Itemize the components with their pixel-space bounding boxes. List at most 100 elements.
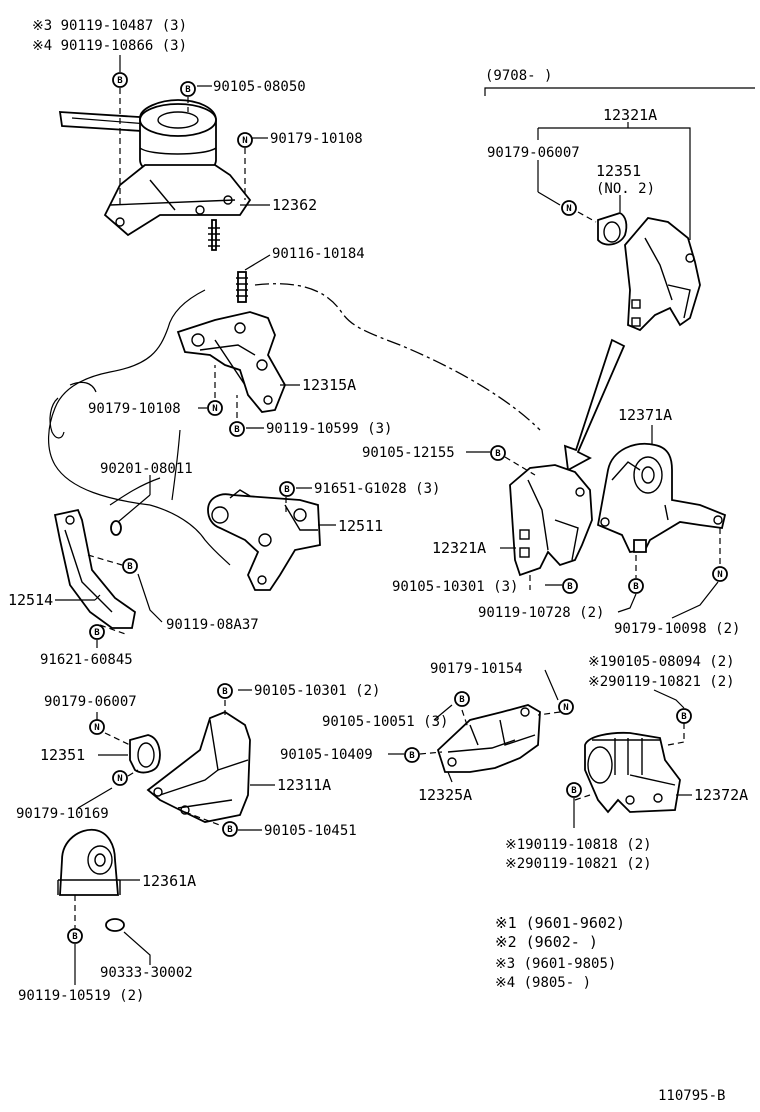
svg-text:B: B [681, 712, 687, 722]
bolt-marker: B [454, 691, 470, 707]
label-no2: (NO. 2) [596, 181, 655, 197]
note-3-label: ※3 90119-10487 (3) [32, 18, 187, 34]
label-12514: 12514 [8, 591, 53, 609]
label-90105-10451: 90105-10451 [264, 823, 357, 839]
stud-90116-10184 [236, 271, 248, 303]
bolt-marker: B [217, 683, 233, 699]
bolt-marker: B [490, 445, 506, 461]
label-range-9708: (9708- ) [485, 68, 552, 84]
label-12325A: 12325A [418, 786, 472, 804]
bolt-marker: B [279, 481, 295, 497]
label-91651-G1028: 91651-G1028 (3) [314, 481, 440, 497]
label-90105-08050: 90105-08050 [213, 79, 306, 95]
note-4-label: ※4 90119-10866 (3) [32, 38, 187, 54]
svg-text:B: B [567, 582, 573, 592]
label-n2-90119-10821-top: ※290119-10821 (2) [588, 674, 735, 690]
legend-note-3: ※3 (9601-9805) [495, 956, 616, 972]
label-90179-06007-bot: 90179-06007 [44, 694, 137, 710]
bolt-marker: B [67, 928, 83, 944]
nut-marker: N [89, 719, 105, 735]
legend-note-1: ※1 (9601-9602) [495, 914, 625, 932]
svg-text:N: N [94, 723, 99, 733]
label-90105-10051: 90105-10051 (3) [322, 714, 448, 730]
diagram-code: 110795-B [658, 1088, 725, 1104]
part-labels: ※3 90119-10487 (3) ※4 90119-10866 (3) 90… [8, 18, 748, 1104]
bracket-12311A [146, 710, 251, 823]
nut-marker: N [712, 566, 728, 582]
label-90119-08A37: 90119-08A37 [166, 617, 259, 633]
label-90179-10098: 90179-10098 (2) [614, 621, 740, 637]
svg-text:N: N [117, 774, 122, 784]
svg-text:N: N [717, 570, 722, 580]
label-90179-10169: 90179-10169 [16, 806, 109, 822]
label-90105-10409: 90105-10409 [280, 747, 373, 763]
nut-marker: N [112, 770, 128, 786]
svg-text:N: N [566, 204, 571, 214]
bolt-marker: B [222, 821, 238, 837]
bolt-marker: B [229, 421, 245, 437]
bracket-12511 [207, 489, 321, 591]
svg-text:N: N [212, 404, 217, 414]
engine-outline [48, 283, 541, 566]
bolt-marker: B [89, 624, 105, 640]
label-90119-10728: 90119-10728 (2) [478, 605, 604, 621]
label-91621-60845: 91621-60845 [40, 652, 133, 668]
svg-text:B: B [459, 695, 465, 705]
bolt-marker: B [180, 81, 196, 97]
direction-arrow [563, 338, 626, 472]
label-12371A: 12371A [618, 406, 672, 424]
svg-text:B: B [284, 485, 290, 495]
nut-marker: N [561, 200, 577, 216]
svg-text:B: B [127, 562, 133, 572]
mount-12371A [596, 442, 727, 553]
grommet-90333-30002 [105, 918, 125, 932]
svg-text:B: B [495, 449, 501, 459]
label-90179-10108-b: 90179-10108 [88, 401, 181, 417]
label-90119-10599: 90119-10599 (3) [266, 421, 392, 437]
svg-text:B: B [633, 582, 639, 592]
bracket-12315A [176, 311, 286, 413]
svg-text:B: B [409, 751, 415, 761]
label-90333-30002: 90333-30002 [100, 965, 193, 981]
label-n2-90119-10821-bot: ※290119-10821 (2) [505, 856, 652, 872]
label-12321A-top: 12321A [603, 106, 657, 124]
label-90116-10184: 90116-10184 [272, 246, 365, 262]
bolt-marker: B [122, 558, 138, 574]
cushion-12351 [129, 734, 161, 774]
kit-9708 [484, 87, 755, 332]
label-90179-06007-top: 90179-06007 [487, 145, 580, 161]
label-90179-10154: 90179-10154 [430, 661, 523, 677]
label-12351-top: 12351 [596, 162, 641, 180]
label-12315A: 12315A [302, 376, 356, 394]
bolt-marker: B [628, 578, 644, 594]
svg-text:N: N [242, 136, 247, 146]
legend-note-2: ※2 (9602- ) [495, 933, 598, 951]
label-90179-10108-a: 90179-10108 [270, 131, 363, 147]
label-90119-10519: 90119-10519 (2) [18, 988, 144, 1004]
label-12511: 12511 [338, 517, 383, 535]
mount-12372A [584, 731, 681, 814]
fastener-markers: B B N N B B B B N B B B N B N N B B N B … [67, 72, 728, 944]
label-12372A: 12372A [694, 786, 748, 804]
bolt-marker: B [562, 578, 578, 594]
mount-12361A [57, 828, 121, 896]
svg-text:N: N [563, 703, 568, 713]
nut-marker: N [558, 699, 574, 715]
label-12311A: 12311A [277, 776, 331, 794]
svg-text:B: B [234, 425, 240, 435]
label-90201-08011: 90201-08011 [100, 461, 193, 477]
bolt-marker: B [404, 747, 420, 763]
label-90105-12155: 90105-12155 [362, 445, 455, 461]
label-12351-bot: 12351 [40, 746, 85, 764]
bolt-marker: B [112, 72, 128, 88]
nut-marker: N [237, 132, 253, 148]
label-n1-90105-08094: ※190105-08094 (2) [588, 654, 735, 670]
label-12361A: 12361A [142, 872, 196, 890]
label-12321A-mid: 12321A [432, 539, 486, 557]
bracket-12514 [53, 508, 136, 629]
bracket-12321A [509, 464, 593, 577]
bracket-12325A [436, 704, 541, 773]
legend-note-4: ※4 (9805- ) [495, 975, 591, 991]
label-90105-10301-2: 90105-10301 (2) [254, 683, 380, 699]
